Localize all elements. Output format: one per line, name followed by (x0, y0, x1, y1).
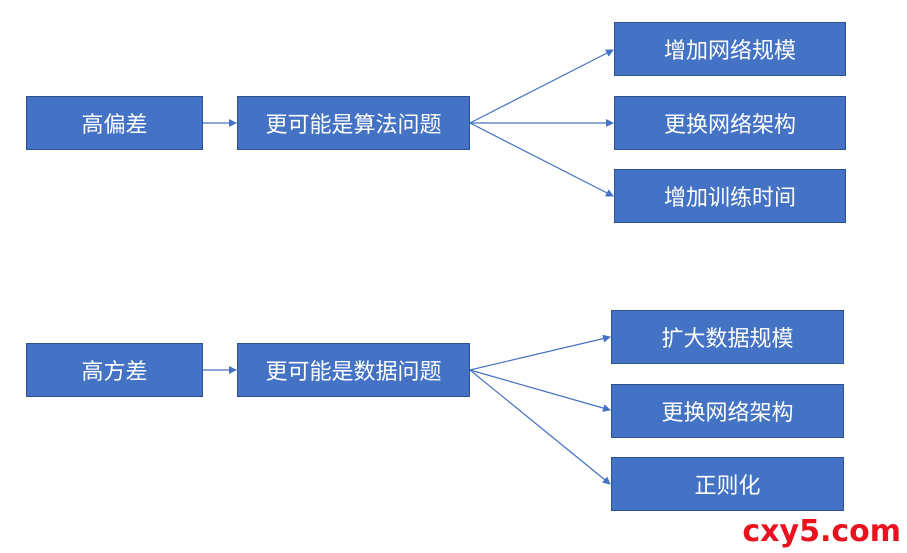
g2-middle-label: 更可能是数据问题 (265, 360, 442, 385)
g2-target-box-2: 更换网络架构 (611, 384, 844, 438)
arrow-g1-middle-to-target3 (469, 122, 614, 197)
g2-target-box-1: 扩大数据规模 (611, 310, 844, 364)
g1-middle-label: 更可能是算法问题 (265, 113, 442, 138)
arrow-g1-middle-to-target1 (469, 49, 614, 124)
g1-middle-box: 更可能是算法问题 (237, 96, 470, 150)
g2-target-label-2: 更换网络架构 (661, 401, 794, 426)
g2-middle-box: 更可能是数据问题 (237, 343, 470, 397)
g1-target-box-3: 增加训练时间 (614, 169, 846, 223)
g1-target-label-3: 增加训练时间 (663, 186, 796, 211)
g2-source-box: 高方差 (26, 343, 203, 397)
g1-target-box-2: 更换网络架构 (614, 96, 846, 150)
arrow-g2-middle-to-target3 (469, 369, 611, 485)
g1-target-label-1: 增加网络规模 (663, 39, 796, 64)
watermark-logo: cxy5.com (742, 514, 901, 549)
g2-source-label: 高方差 (81, 360, 148, 385)
g1-source-label: 高偏差 (81, 113, 148, 138)
g1-source-box: 高偏差 (26, 96, 203, 150)
arrow-g2-middle-to-target1 (469, 334, 611, 371)
g2-target-label-3: 正则化 (694, 474, 761, 499)
g2-target-box-3: 正则化 (611, 457, 844, 511)
g1-target-label-2: 更换网络架构 (663, 113, 796, 138)
g2-target-label-1: 扩大数据规模 (661, 327, 794, 352)
g1-target-box-1: 增加网络规模 (614, 22, 846, 76)
arrow-g2-middle-to-target2 (469, 369, 611, 412)
